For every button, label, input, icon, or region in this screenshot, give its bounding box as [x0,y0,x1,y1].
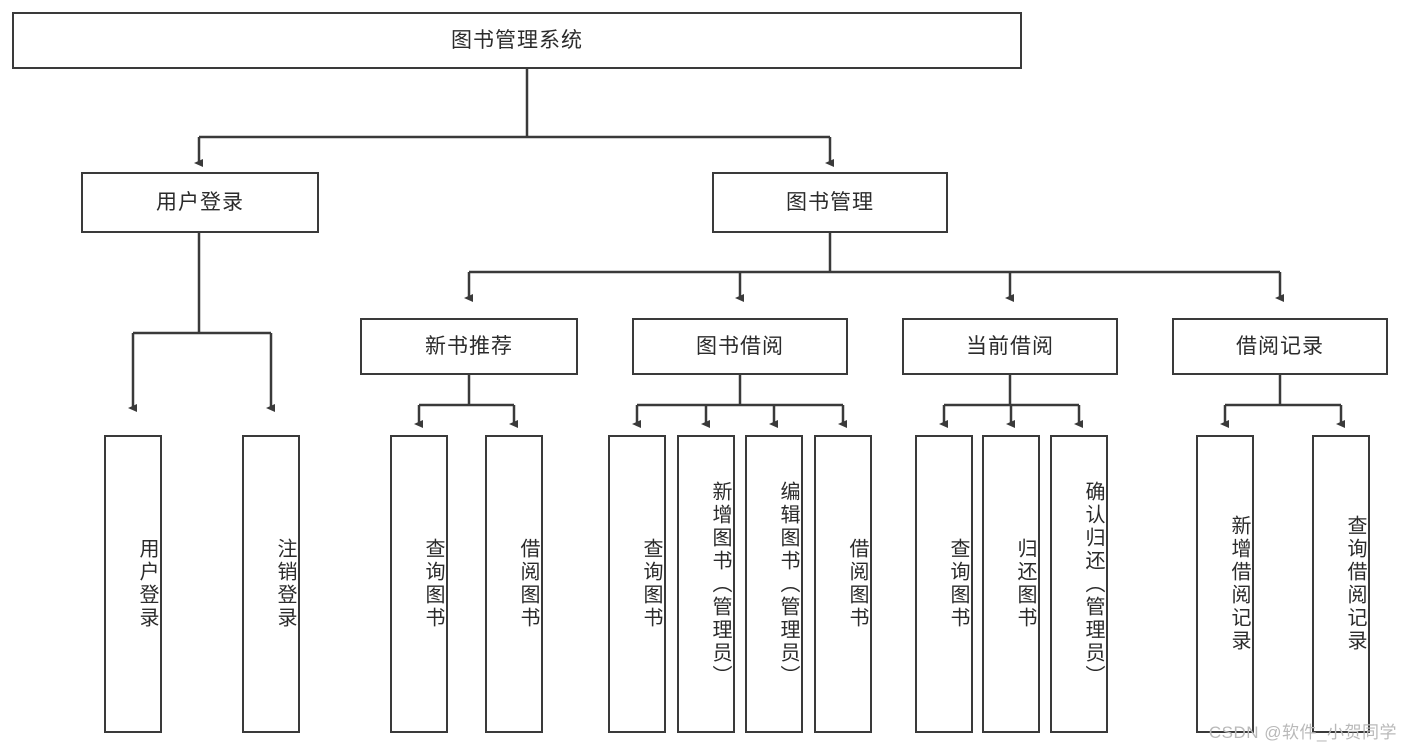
node-label: 确认归还（管理员） [1082,480,1104,688]
leaf-add-book-admin[interactable]: 新增图书（管理员） [677,435,735,733]
csdn-watermark: CSDN @软件_小贺同学 [1208,723,1397,742]
node-label: 借阅图书 [846,538,868,630]
leaf-borrow-book-recommend[interactable]: 借阅图书 [485,435,543,733]
node-book-management[interactable]: 图书管理 [712,172,948,233]
node-label: 用户登录 [156,190,244,214]
node-label: 新增借阅记录 [1228,515,1250,653]
leaf-logout[interactable]: 注销登录 [242,435,300,733]
node-label: 查询图书 [640,538,662,630]
leaf-borrow-book[interactable]: 借阅图书 [814,435,872,733]
leaf-query-borrow-record[interactable]: 查询借阅记录 [1312,435,1370,733]
node-label: 查询图书 [947,538,969,630]
node-label: 图书借阅 [696,334,784,358]
leaf-add-borrow-record[interactable]: 新增借阅记录 [1196,435,1254,733]
node-new-book-recommend[interactable]: 新书推荐 [360,318,578,375]
leaf-confirm-return-admin[interactable]: 确认归还（管理员） [1050,435,1108,733]
node-label: 查询图书 [422,538,444,630]
node-label: 图书管理 [786,190,874,214]
node-label: 归还图书 [1014,538,1036,630]
leaf-query-book-current[interactable]: 查询图书 [915,435,973,733]
node-label: 新书推荐 [425,334,513,358]
node-borrow-record[interactable]: 借阅记录 [1172,318,1388,375]
leaf-query-book-borrow[interactable]: 查询图书 [608,435,666,733]
node-label: 注销登录 [274,538,296,630]
node-book-borrow[interactable]: 图书借阅 [632,318,848,375]
node-label: 用户登录 [136,538,158,630]
node-label: 图书管理系统 [451,28,583,52]
node-label: 当前借阅 [966,334,1054,358]
leaf-return-book[interactable]: 归还图书 [982,435,1040,733]
leaf-edit-book-admin[interactable]: 编辑图书（管理员） [745,435,803,733]
node-label: 查询借阅记录 [1344,515,1366,653]
node-root-book-management-system[interactable]: 图书管理系统 [12,12,1022,69]
node-label: 借阅图书 [517,538,539,630]
leaf-user-login[interactable]: 用户登录 [104,435,162,733]
node-label: 借阅记录 [1236,334,1324,358]
node-current-borrow[interactable]: 当前借阅 [902,318,1118,375]
node-user-login[interactable]: 用户登录 [81,172,319,233]
node-label: 编辑图书（管理员） [777,480,799,688]
node-label: 新增图书（管理员） [709,480,731,688]
leaf-query-book-recommend[interactable]: 查询图书 [390,435,448,733]
